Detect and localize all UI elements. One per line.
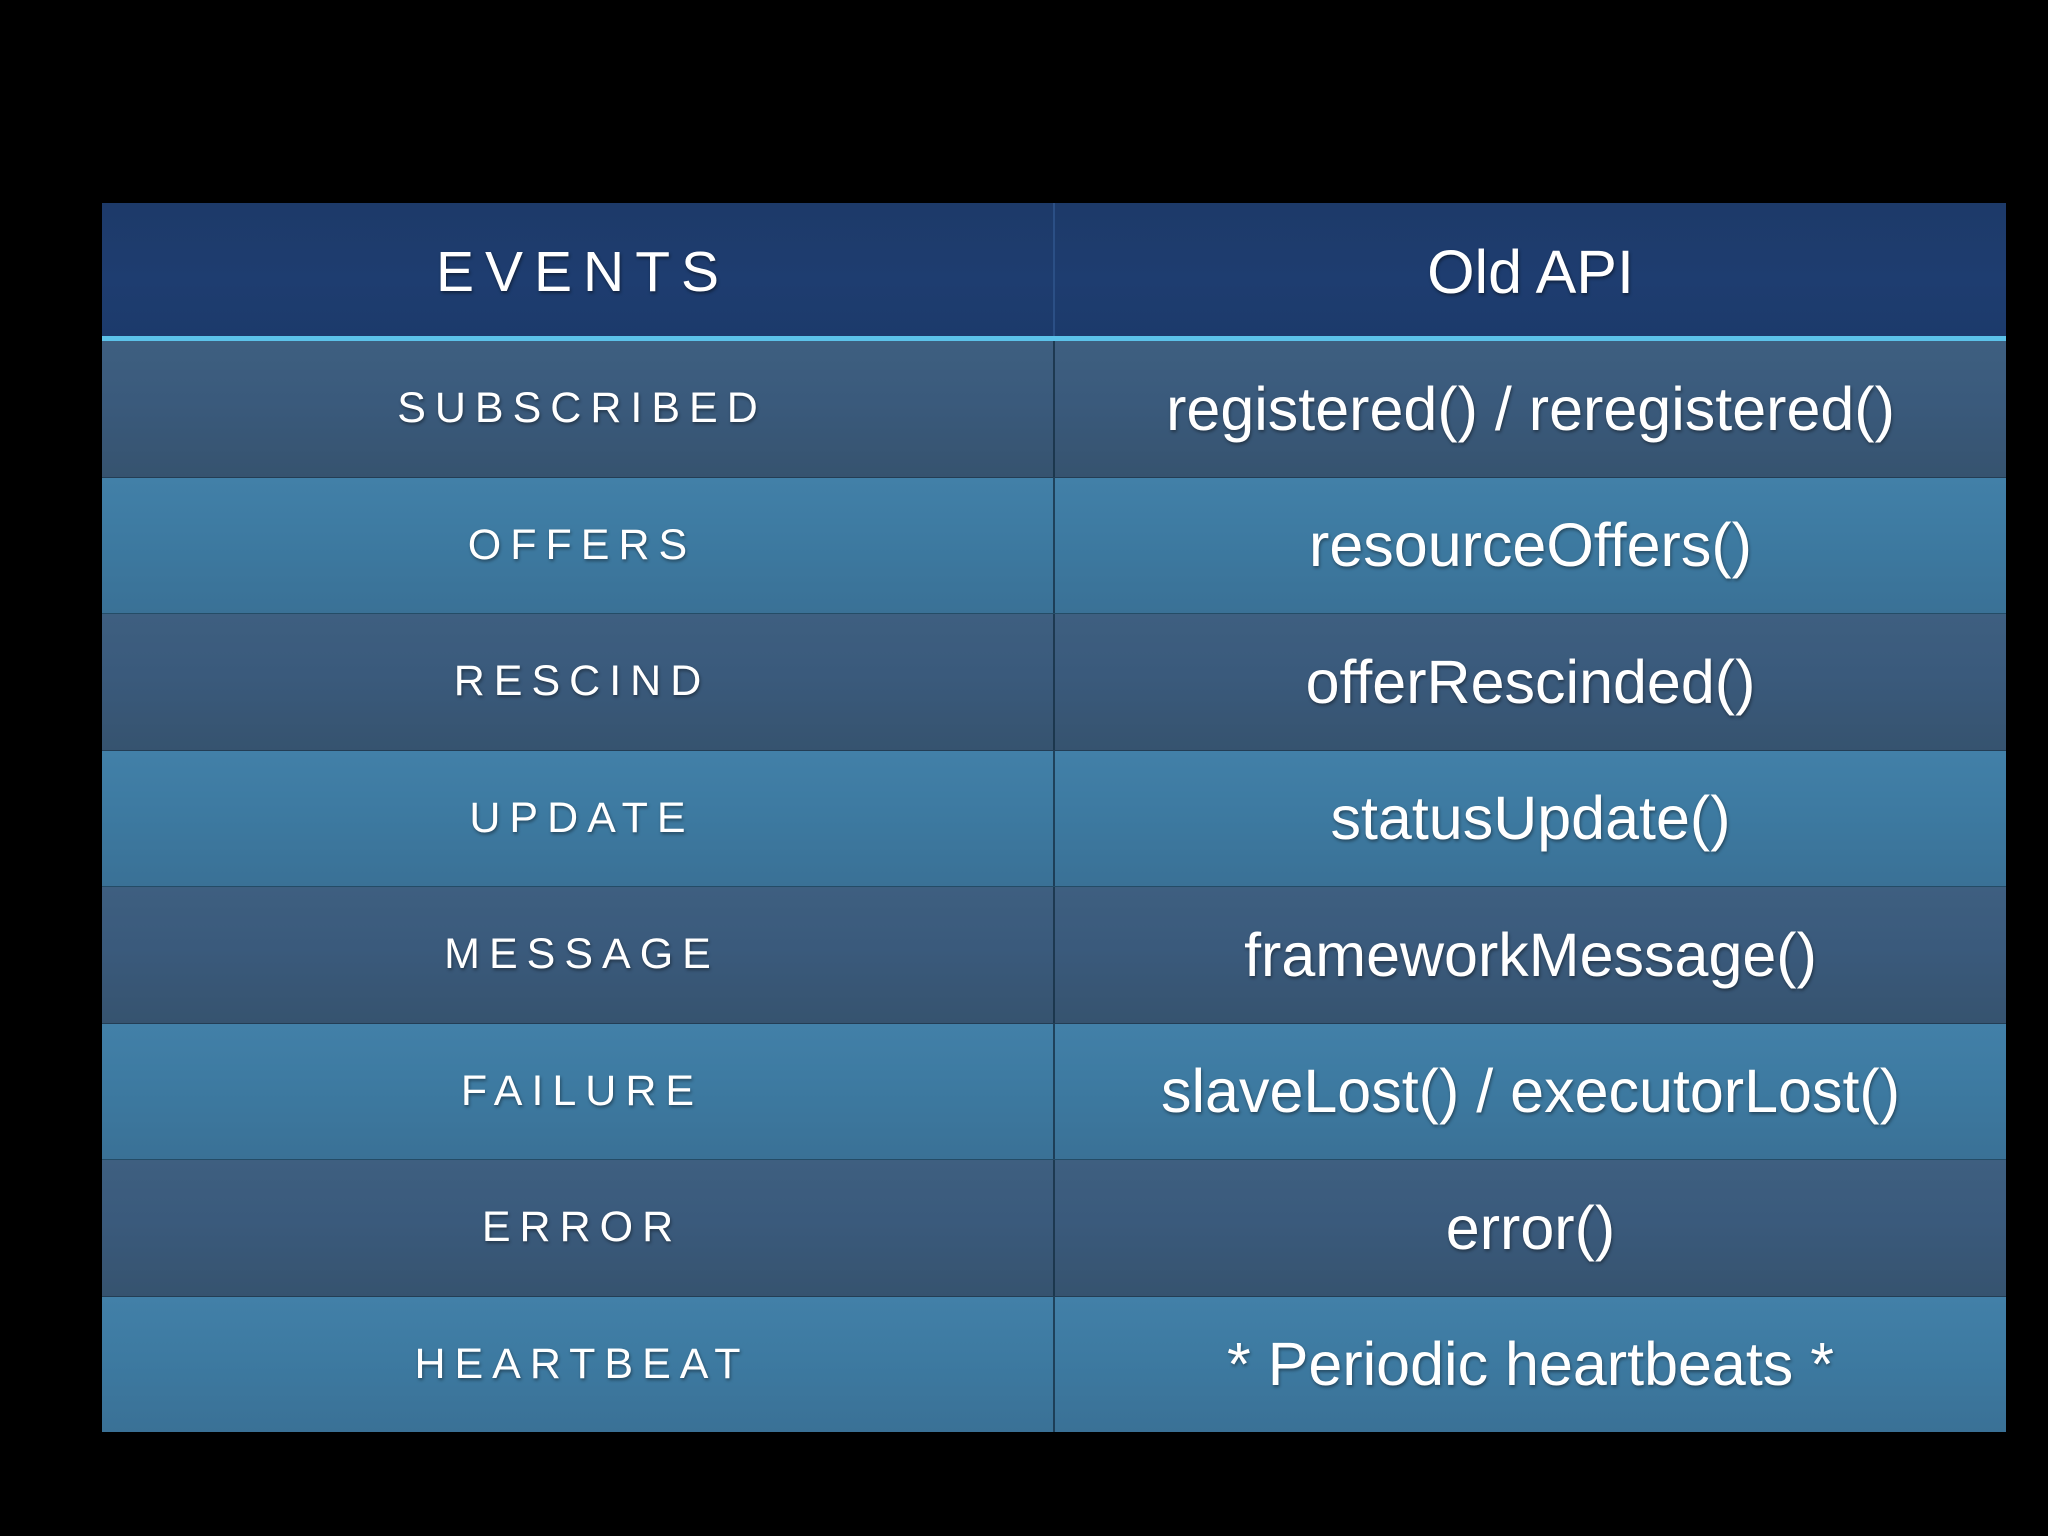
- column-header-events: EVENTS: [102, 203, 1055, 341]
- table-row: ERROR error(): [102, 1160, 2006, 1297]
- old-api-callback-cell: statusUpdate(): [1330, 784, 1731, 853]
- table-row: RESCIND offerRescinded(): [102, 614, 2006, 751]
- old-api-callback-cell: error(): [1445, 1193, 1616, 1262]
- table-row: SUBSCRIBED registered() / reregistered(): [102, 341, 2006, 478]
- table-row: HEARTBEAT * Periodic heartbeats *: [102, 1296, 2006, 1432]
- event-name-cell: UPDATE: [102, 750, 1055, 886]
- old-api-callback-cell: frameworkMessage(): [1244, 920, 1817, 989]
- old-api-callback-cell: resourceOffers(): [1309, 511, 1752, 580]
- table-row: UPDATE statusUpdate(): [102, 750, 2006, 887]
- event-name-cell: ERROR: [102, 1160, 1055, 1296]
- event-name-cell: OFFERS: [102, 477, 1055, 613]
- old-api-callback-cell: slaveLost() / executorLost(): [1160, 1057, 1901, 1126]
- column-header-old-api: Old API: [1427, 238, 1634, 306]
- old-api-callback-cell: offerRescinded(): [1305, 647, 1756, 716]
- events-api-table: EVENTS Old API SUBSCRIBED registered() / …: [102, 203, 2006, 1432]
- event-name-cell: MESSAGE: [102, 887, 1055, 1023]
- event-name-cell: HEARTBEAT: [102, 1296, 1055, 1432]
- table-header-row: EVENTS Old API: [102, 203, 2006, 341]
- table-row: MESSAGE frameworkMessage(): [102, 887, 2006, 1024]
- event-name-cell: FAILURE: [102, 1023, 1055, 1159]
- event-name-cell: RESCIND: [102, 614, 1055, 750]
- table-row: OFFERS resourceOffers(): [102, 477, 2006, 614]
- old-api-callback-cell: * Periodic heartbeats *: [1227, 1330, 1834, 1399]
- event-name-cell: SUBSCRIBED: [102, 341, 1055, 477]
- table-body: SUBSCRIBED registered() / reregistered() O…: [102, 341, 2006, 1432]
- table-row: FAILURE slaveLost() / executorLost(): [102, 1023, 2006, 1160]
- old-api-callback-cell: registered() / reregistered(): [1166, 374, 1895, 443]
